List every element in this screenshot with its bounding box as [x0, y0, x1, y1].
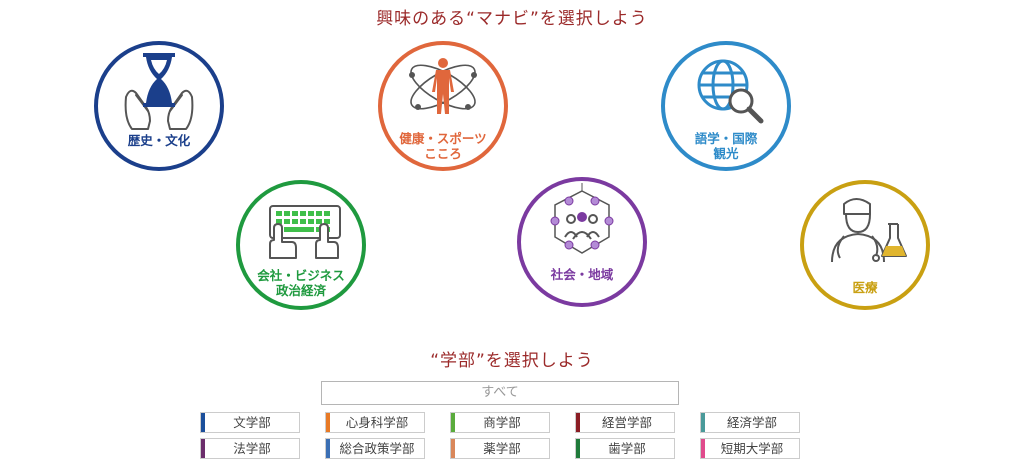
faculty-color-bar [701, 439, 705, 458]
faculty-button-letters[interactable]: 文学部 [200, 412, 300, 433]
faculty-button-management[interactable]: 経営学部 [575, 412, 675, 433]
heading-select-interest: 興味のある“マナビ”を選択しよう [376, 9, 648, 29]
doctor-flask-icon [831, 198, 907, 263]
faculty-label: 総合政策学部 [339, 441, 415, 456]
faculty-label: 経済学部 [726, 415, 777, 430]
faculty-button-pharmacy[interactable]: 薬学部 [450, 438, 550, 459]
faculty-label: 心身科学部 [345, 415, 409, 430]
faculty-color-bar [451, 439, 455, 458]
category-label: 会社・ビジネス 政治経済 [257, 268, 345, 298]
category-label: 社会・地域 [550, 267, 614, 282]
network-people-icon [550, 183, 614, 254]
category-language-international[interactable]: 語学・国際 観光 [661, 41, 791, 171]
heading-select-faculty: “学部”を選択しよう [430, 351, 594, 371]
hourglass-hands-icon [124, 53, 194, 130]
keyboard-hands-icon [269, 205, 341, 259]
faculty-color-bar [451, 413, 455, 432]
faculty-color-bar [326, 413, 330, 432]
category-label: 健康・スポーツ こころ [399, 131, 487, 161]
category-business-politics[interactable]: 会社・ビジネス 政治経済 [236, 180, 366, 310]
faculty-color-bar [701, 413, 705, 432]
faculty-button-junior-college[interactable]: 短期大学部 [700, 438, 800, 459]
category-health-sports[interactable]: 健康・スポーツ こころ [378, 41, 508, 171]
faculty-label: 短期大学部 [720, 441, 784, 456]
faculty-button-commerce[interactable]: 商学部 [450, 412, 550, 433]
faculty-label: 文学部 [233, 415, 271, 430]
faculty-color-bar [201, 413, 205, 432]
faculty-label: 薬学部 [483, 441, 521, 456]
faculty-button-policy-studies[interactable]: 総合政策学部 [325, 438, 425, 459]
category-society-community[interactable]: 社会・地域 [517, 177, 647, 307]
category-label: 語学・国際 観光 [694, 131, 758, 161]
category-label: 医療 [852, 280, 878, 295]
category-history-culture[interactable]: 歴史・文化 [94, 41, 224, 171]
faculty-color-bar [201, 439, 205, 458]
globe-magnifier-icon [697, 59, 764, 124]
faculty-label: 商学部 [483, 415, 521, 430]
faculty-label: 経営学部 [601, 415, 652, 430]
category-label: 歴史・文化 [127, 133, 191, 148]
faculty-button-economics[interactable]: 経済学部 [700, 412, 800, 433]
faculty-button-dentistry[interactable]: 歯学部 [575, 438, 675, 459]
category-medical[interactable]: 医療 [800, 180, 930, 310]
human-body-icon [409, 58, 477, 114]
all-faculties-button[interactable]: すべて [321, 381, 679, 405]
faculty-color-bar [576, 439, 580, 458]
faculty-label: 歯学部 [608, 441, 646, 456]
faculty-label: 法学部 [233, 441, 271, 456]
faculty-color-bar [576, 413, 580, 432]
faculty-color-bar [326, 439, 330, 458]
faculty-button-law[interactable]: 法学部 [200, 438, 300, 459]
faculty-button-psychology[interactable]: 心身科学部 [325, 412, 425, 433]
